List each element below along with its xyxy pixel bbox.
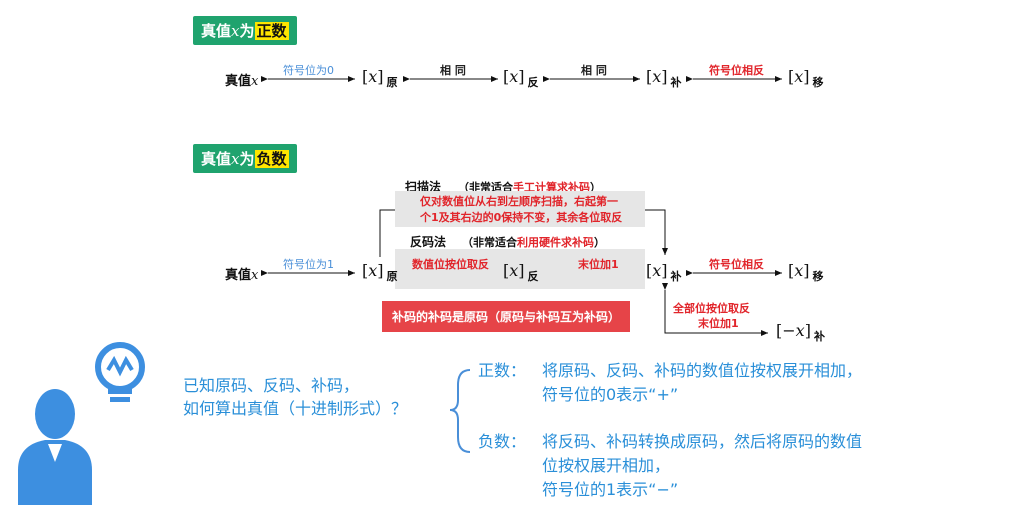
positive-arrow3-label: 相 同 (581, 64, 607, 77)
neg-x-comp-code: [−x]补 (776, 321, 825, 343)
negative-answer-label: 负数： (478, 432, 527, 451)
negative-shift-code: [x]移 (788, 261, 824, 283)
neg-step2-label: 末位加1 (698, 317, 739, 330)
inv-step2-label: 末位加1 (578, 258, 619, 271)
scan-desc-line1: 仅对数值位从右到左顺序扫描，右起第一 (420, 195, 618, 208)
negative-answer-line3: 符号位的1表示“−” (542, 480, 679, 499)
negative-true-value: 真值x (225, 268, 259, 283)
positive-shift-code: [x]移 (788, 67, 824, 89)
positive-arrow2-label: 相 同 (440, 64, 466, 77)
neg-step1-label: 全部位按位取反 (673, 302, 750, 315)
negative-comp-code: [x]补 (646, 261, 682, 283)
negative-shift-arrow-label: 符号位相反 (709, 258, 764, 271)
negative-inv-code: [x]反 (503, 261, 539, 283)
negative-badge: 真值x为负数 (193, 144, 297, 173)
positive-arrow1-label: 符号位为0 (283, 64, 334, 77)
question-line2: 如何算出真值（十进制形式）？ (183, 399, 408, 418)
positive-answer-label: 正数： (478, 361, 527, 380)
positive-arrow4-label: 符号位相反 (709, 64, 764, 77)
positive-answer-line1: 将原码、反码、补码的数值位按权展开相加， (542, 361, 863, 380)
positive-inv-code: [x]反 (503, 67, 539, 89)
positive-orig-code: [x]原 (362, 67, 398, 89)
positive-answer-line2: 符号位的0表示“+” (542, 385, 679, 404)
question-line1: 已知原码、反码、补码， (183, 376, 360, 395)
scan-method-note: （非常适合手工计算求补码） (458, 181, 601, 194)
negative-orig-code: [x]原 (362, 261, 398, 283)
inv-method-note: （非常适合利用硬件求补码） (462, 236, 605, 249)
positive-badge: 真值x为正数 (193, 16, 297, 45)
inv-method-box (395, 249, 645, 289)
scan-desc-line2: 个1及其右边的0保持不变，其余各位取反 (420, 211, 623, 224)
negative-arrow1-label: 符号位为1 (283, 258, 334, 271)
negative-answer-line1: 将反码、补码转换成原码，然后将原码的数值 (542, 432, 863, 451)
neg-loop (662, 283, 768, 336)
negative-answer-line2: 位按权展开相加， (542, 456, 671, 475)
scan-method-title: 扫描法 (405, 180, 442, 194)
positive-true-value: 真值x (225, 74, 259, 89)
positive-comp-code: [x]补 (646, 67, 682, 89)
inv-step1-label: 数值位按位取反 (412, 258, 489, 271)
inv-method-title: 反码法 (410, 235, 447, 249)
scan-desc-box (395, 191, 645, 227)
complement-note-box: 补码的补码是原码（原码与补码互为补码） (382, 301, 631, 332)
